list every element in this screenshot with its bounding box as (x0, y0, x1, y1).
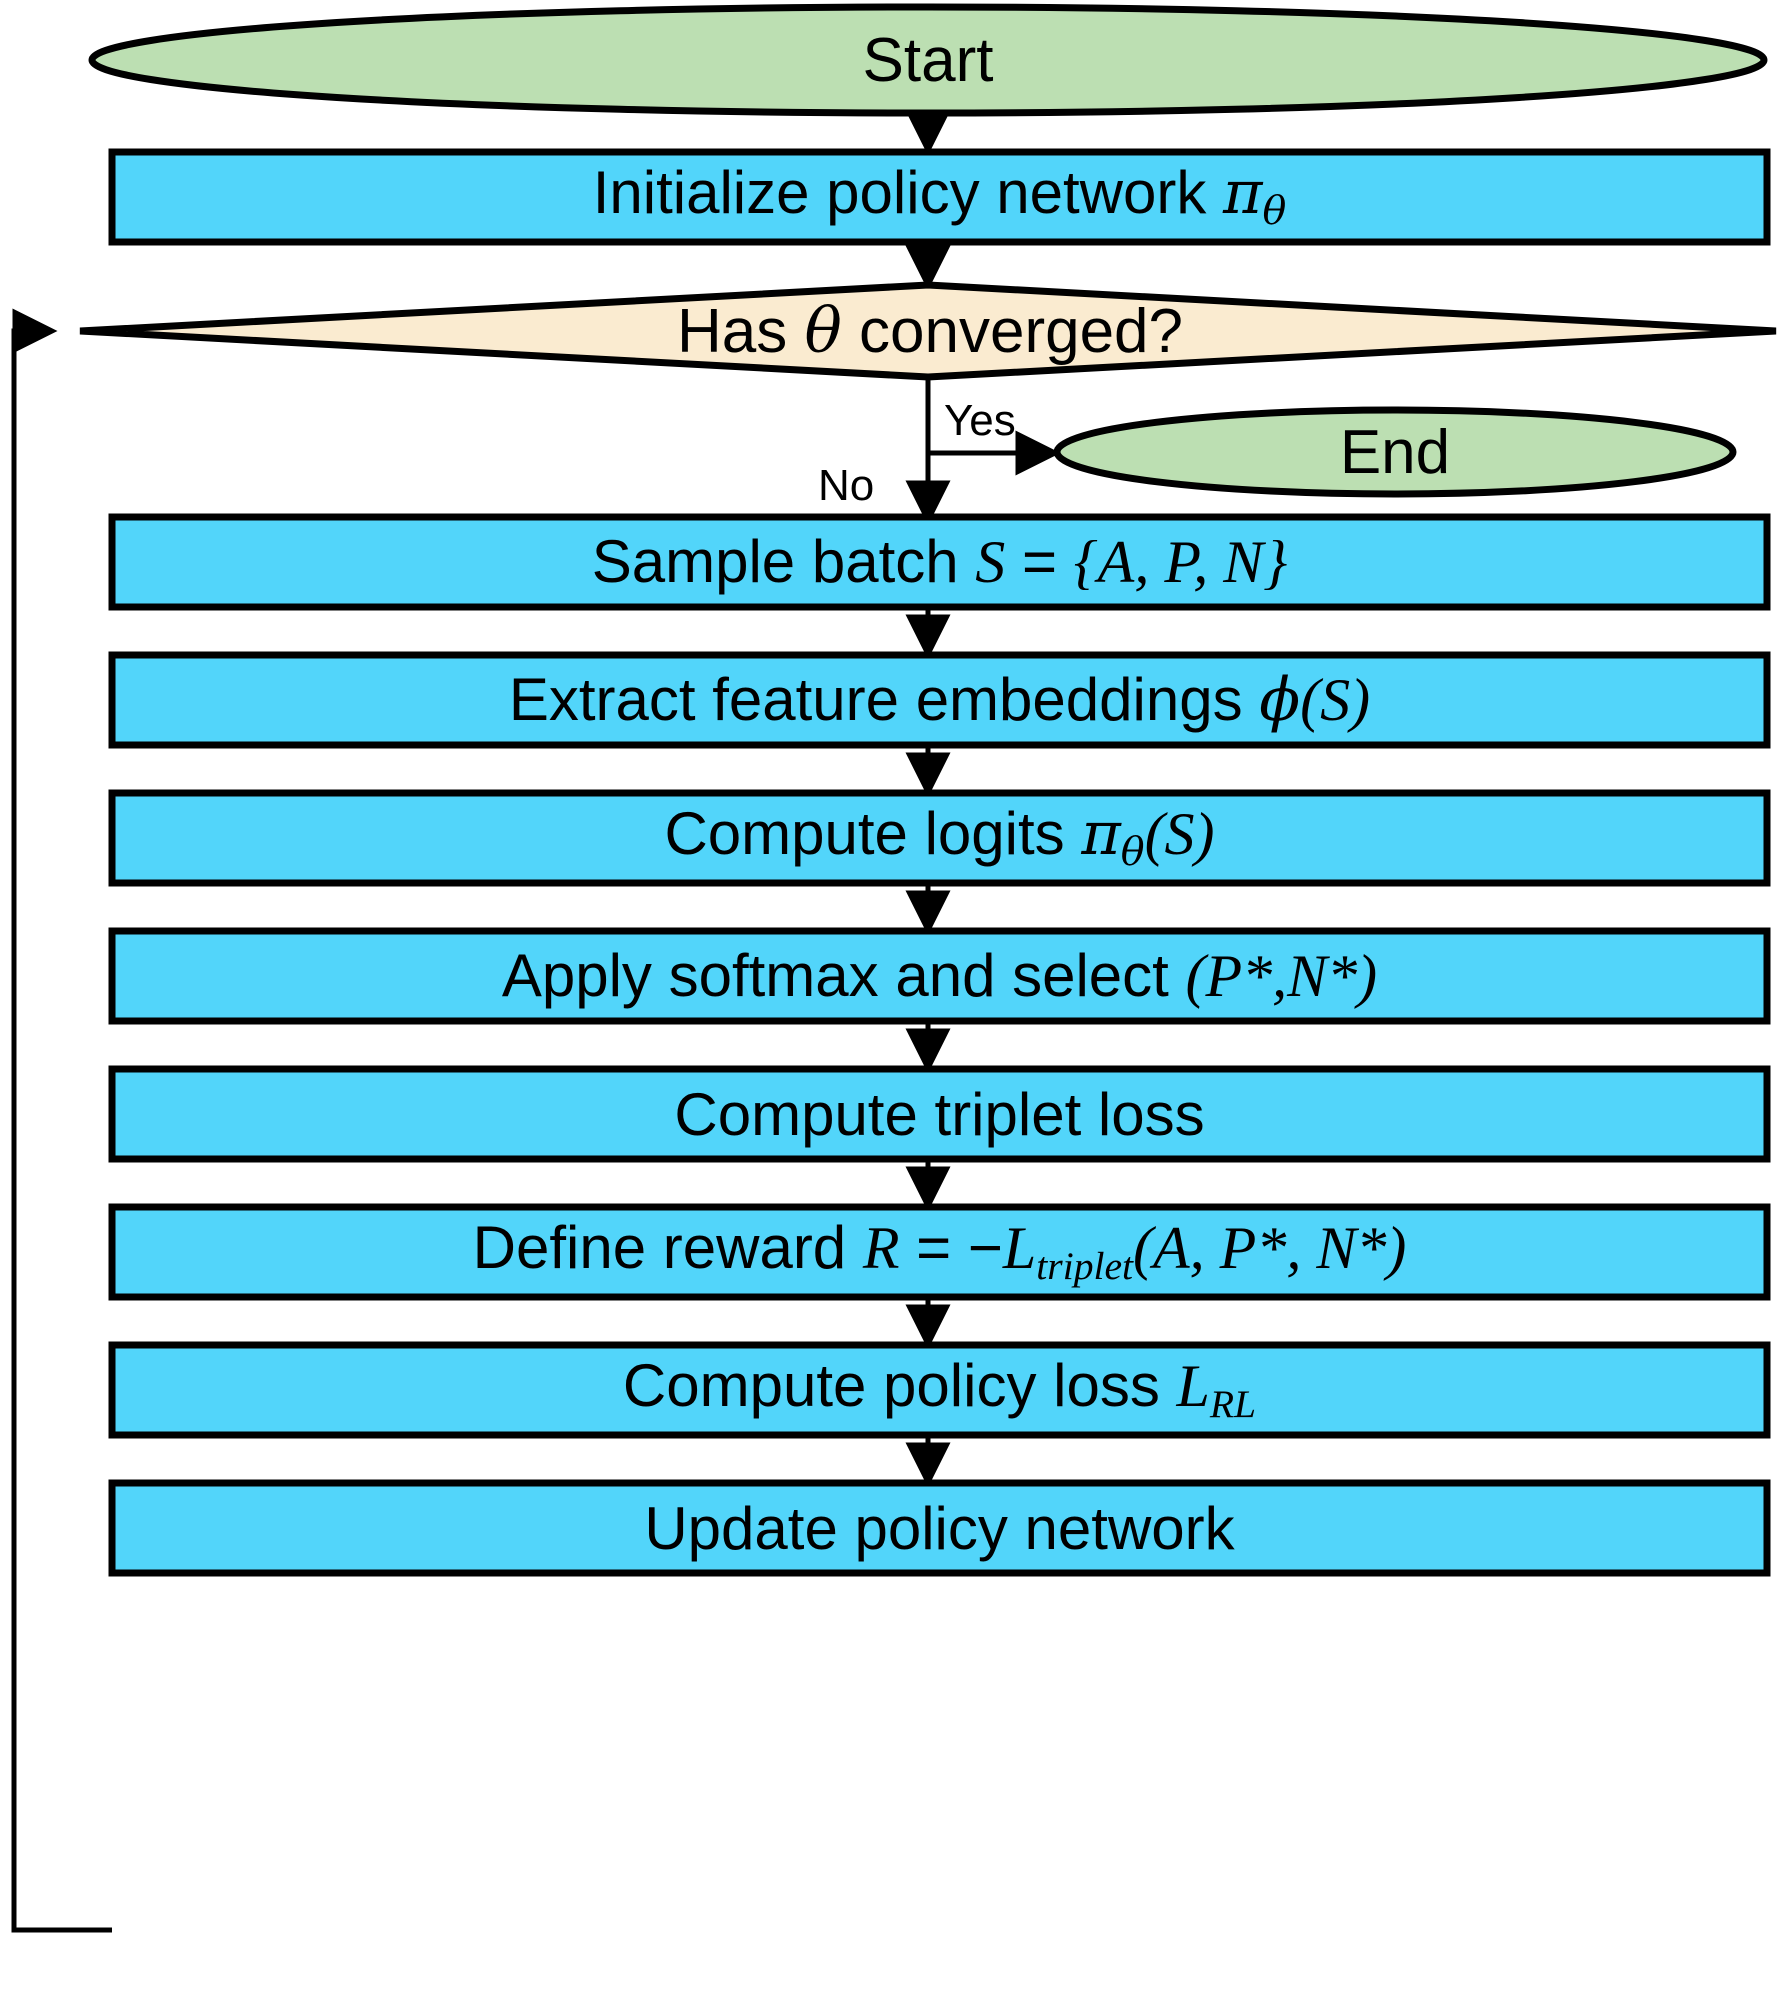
edge-update-to-converged-loop (11, 308, 112, 1933)
node-converged[interactable] (79, 281, 1777, 381)
node-sample[interactable] (108, 513, 1771, 611)
node-policyloss[interactable] (108, 1341, 1771, 1439)
node-reward[interactable] (108, 1203, 1771, 1301)
node-logits[interactable] (108, 789, 1771, 887)
node-triplet[interactable] (108, 1065, 1771, 1163)
node-start[interactable] (88, 3, 1768, 117)
node-softmax[interactable] (108, 927, 1771, 1025)
node-end[interactable] (1053, 406, 1737, 498)
node-update[interactable] (108, 1479, 1771, 1577)
node-extract[interactable] (108, 651, 1771, 749)
node-init[interactable] (108, 148, 1771, 246)
edge-layer (11, 108, 1061, 1933)
